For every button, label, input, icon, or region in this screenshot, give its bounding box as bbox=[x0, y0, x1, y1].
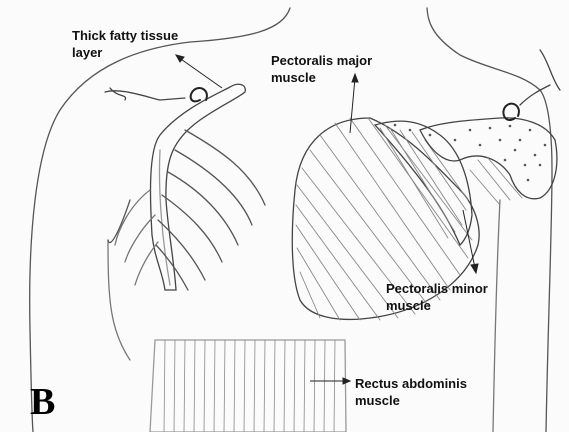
body-outline-left bbox=[30, 8, 290, 432]
label-fatty-tissue-line2: layer bbox=[72, 44, 178, 61]
label-pec-minor-line2: muscle bbox=[386, 297, 488, 314]
pectoralis-minor-outline bbox=[375, 121, 472, 245]
label-pectoralis-minor: Pectoralis minor muscle bbox=[386, 280, 488, 314]
label-fatty-tissue: Thick fatty tissue layer bbox=[72, 27, 178, 61]
body-outline-right bbox=[427, 8, 552, 432]
label-pectoralis-major: Pectoralis major muscle bbox=[271, 52, 372, 86]
label-pec-major-line2: muscle bbox=[271, 69, 372, 86]
panel-letter: B bbox=[30, 380, 55, 424]
label-fatty-tissue-line1: Thick fatty tissue bbox=[72, 27, 178, 44]
label-rectus-line2: muscle bbox=[355, 392, 467, 409]
fatty-tissue-flap bbox=[150, 84, 245, 290]
arrow-fatty-tissue bbox=[178, 57, 222, 88]
retractor-hook-left bbox=[191, 88, 207, 101]
label-rectus-line1: Rectus abdominis bbox=[355, 375, 467, 392]
rectus-abdominis-outline bbox=[150, 340, 346, 432]
midline bbox=[493, 200, 500, 432]
label-rectus-abdominis: Rectus abdominis muscle bbox=[355, 375, 467, 409]
label-pec-minor-line1: Pectoralis minor bbox=[386, 280, 488, 297]
label-pec-major-line1: Pectoralis major bbox=[271, 52, 372, 69]
